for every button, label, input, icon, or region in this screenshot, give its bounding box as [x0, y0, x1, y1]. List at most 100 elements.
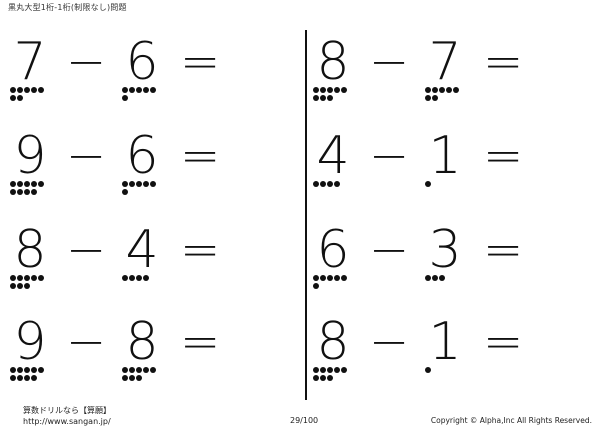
counter-dot [334, 181, 340, 187]
footer-left: 算数ドリルなら【算願】 http://www.sangan.jp/ [23, 405, 111, 427]
counter-dot [432, 95, 438, 101]
equals-sign: = [180, 128, 221, 184]
subtrahend-digit: 1 [428, 312, 462, 372]
counter-dot [17, 283, 23, 289]
counter-dot [136, 181, 142, 187]
minus-sign: − [369, 314, 410, 370]
counter-dot [10, 87, 16, 93]
subtrahend-digit: 3 [428, 220, 462, 280]
counter-dot [24, 181, 30, 187]
counter-dot [313, 87, 319, 93]
counter-dot [425, 181, 431, 187]
counter-dot [143, 181, 149, 187]
counter-dot [136, 375, 142, 381]
counter-dot [320, 87, 326, 93]
counter-dot [24, 367, 30, 373]
minuend-dot-counter [313, 87, 347, 101]
counter-dot [334, 275, 340, 281]
counter-dot [31, 367, 37, 373]
counter-dot [150, 367, 156, 373]
equals-sign: = [180, 222, 221, 278]
equals-sign: = [180, 314, 221, 370]
subtraction-problem: 6−3= [313, 224, 563, 294]
counter-dot [327, 87, 333, 93]
counter-dot [313, 95, 319, 101]
minuend-digit: 8 [316, 312, 350, 372]
counter-dot [17, 189, 23, 195]
subtrahend-dot-counter [425, 275, 459, 281]
counter-dot [129, 181, 135, 187]
counter-dot [334, 87, 340, 93]
subtrahend-digit: 6 [125, 126, 159, 186]
minuend-digit: 8 [13, 220, 47, 280]
footer-copyright: Copyright © Alpha,Inc All Rights Reserve… [430, 416, 592, 425]
subtraction-problem: 9−6= [10, 130, 260, 200]
equals-sign: = [180, 34, 221, 90]
counter-dot [38, 275, 44, 281]
counter-dot [425, 275, 431, 281]
counter-dot [122, 275, 128, 281]
counter-dot [446, 87, 452, 93]
counter-dot [150, 181, 156, 187]
counter-dot [10, 189, 16, 195]
counter-dot [143, 367, 149, 373]
subtrahend-digit: 6 [125, 32, 159, 92]
subtrahend-dot-counter [425, 367, 459, 373]
counter-dot [150, 87, 156, 93]
minus-sign: − [66, 34, 107, 90]
counter-dot [31, 275, 37, 281]
minus-sign: − [369, 128, 410, 184]
counter-dot [10, 181, 16, 187]
counter-dot [320, 95, 326, 101]
counter-dot [31, 181, 37, 187]
footer-brand: 算数ドリルなら【算願】 [23, 406, 111, 415]
counter-dot [327, 367, 333, 373]
counter-dot [320, 181, 326, 187]
counter-dot [320, 275, 326, 281]
counter-dot [143, 87, 149, 93]
minuend-dot-counter [10, 181, 44, 195]
counter-dot [122, 181, 128, 187]
subtraction-problem: 7−6= [10, 36, 260, 106]
counter-dot [341, 367, 347, 373]
minuend-dot-counter [313, 367, 347, 381]
subtrahend-digit: 4 [125, 220, 159, 280]
subtrahend-dot-counter [122, 181, 156, 195]
counter-dot [334, 367, 340, 373]
minus-sign: − [66, 314, 107, 370]
counter-dot [24, 275, 30, 281]
subtrahend-digit: 8 [125, 312, 159, 372]
counter-dot [17, 95, 23, 101]
minuend-digit: 9 [13, 126, 47, 186]
counter-dot [122, 375, 128, 381]
counter-dot [136, 367, 142, 373]
footer-page-number: 29/100 [290, 416, 319, 425]
counter-dot [313, 367, 319, 373]
counter-dot [38, 367, 44, 373]
subtrahend-dot-counter [425, 181, 459, 187]
counter-dot [122, 189, 128, 195]
counter-dot [143, 275, 149, 281]
counter-dot [327, 95, 333, 101]
counter-dot [38, 87, 44, 93]
subtrahend-dot-counter [122, 87, 156, 101]
minus-sign: − [369, 34, 410, 90]
counter-dot [129, 375, 135, 381]
counter-dot [341, 87, 347, 93]
equals-sign: = [483, 128, 524, 184]
minuend-digit: 7 [13, 32, 47, 92]
counter-dot [17, 275, 23, 281]
minuend-dot-counter [10, 87, 44, 101]
counter-dot [31, 375, 37, 381]
minuend-dot-counter [313, 275, 347, 289]
equals-sign: = [483, 314, 524, 370]
equals-sign: = [483, 222, 524, 278]
footer-url-link[interactable]: http://www.sangan.jp/ [23, 417, 111, 426]
subtraction-problem: 4−1= [313, 130, 563, 200]
subtraction-problem: 9−8= [10, 316, 260, 386]
center-divider [305, 30, 307, 400]
minuend-dot-counter [10, 275, 44, 289]
minuend-dot-counter [10, 367, 44, 381]
minuend-dot-counter [313, 181, 347, 187]
counter-dot [10, 95, 16, 101]
